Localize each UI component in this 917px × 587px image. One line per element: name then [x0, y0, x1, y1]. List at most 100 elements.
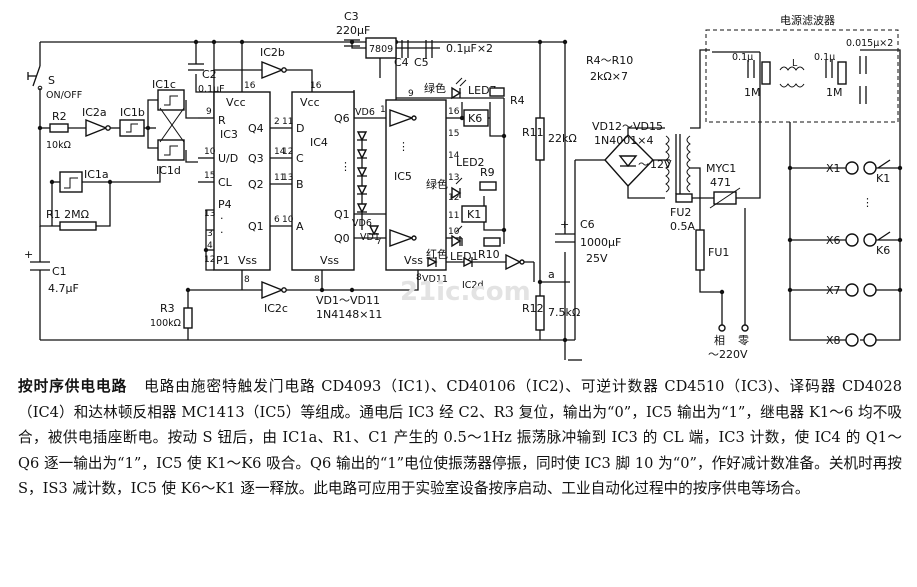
- ic4-d-pin: D: [296, 122, 304, 135]
- ic5-pin9: 9: [408, 89, 414, 99]
- switch-label: S: [48, 74, 55, 87]
- watermark: 21ic.com: [400, 277, 531, 307]
- fuse-fu1: [695, 229, 705, 271]
- ic2b-label: IC2b: [260, 46, 285, 59]
- ic4-b-pin: B: [296, 178, 304, 191]
- c2-value: 0.1μF: [198, 84, 225, 95]
- ic3-pin13: 13: [204, 209, 215, 219]
- c6-voltage: 25V: [586, 252, 608, 265]
- c6-label: C6: [580, 218, 595, 231]
- socket-x8: X8: [826, 334, 841, 347]
- ic1c-label: IC1c: [152, 78, 176, 91]
- led2-color: 绿色: [426, 177, 448, 191]
- capacitor-c4: [401, 40, 409, 58]
- socket-k6: K6: [876, 244, 890, 257]
- r2-value: 10kΩ: [46, 140, 71, 151]
- ic2d-label: IC2d: [462, 280, 484, 291]
- r1-label: R1 2MΩ: [46, 208, 89, 221]
- resistor-r10: [483, 237, 501, 247]
- capacitor-c1: [30, 261, 50, 282]
- gate-ic1b: [119, 119, 145, 137]
- relay-coil-k1: [461, 205, 487, 223]
- fuse-fu2: [675, 193, 693, 203]
- capacitor-c6: [555, 233, 575, 243]
- socket-x6: X6: [826, 234, 841, 247]
- ic3-name: IC3: [220, 128, 238, 141]
- vd11-label: VD11: [422, 274, 448, 285]
- led2: [451, 177, 463, 200]
- ic3-vss: Vss: [238, 254, 257, 267]
- c2-label: C2: [202, 68, 217, 81]
- diode-vd11: [427, 256, 438, 268]
- fu2-value: 0.5A: [670, 220, 695, 233]
- ic3-pin6: 6: [274, 215, 280, 225]
- fu2-label: FU2: [670, 206, 691, 219]
- ic3-q1-pin: Q1: [248, 220, 264, 233]
- mains-label: ～220V: [708, 348, 748, 361]
- ic3-q3-pin: Q3: [248, 152, 264, 165]
- ic4-pin16: 16: [310, 81, 322, 91]
- power-filter-box: [705, 29, 899, 123]
- inverter-ic2a: [85, 118, 108, 138]
- k6-coil-label: K6: [468, 112, 482, 125]
- inverter-ic2d: [505, 253, 522, 271]
- vd-range-value: 1N4148×11: [316, 308, 382, 321]
- ic3-pin15: 15: [204, 171, 215, 181]
- ic5-buffer-top: [389, 109, 415, 127]
- ic5-pin8: 8: [416, 273, 422, 283]
- ic2a-label: IC2a: [82, 106, 107, 119]
- ic5-pin16: 16: [448, 107, 460, 117]
- r9-label: R9: [480, 166, 495, 179]
- gate-ic1a: [59, 171, 83, 193]
- ic4-q0-pin: Q0: [334, 232, 350, 245]
- ic3-r-pin: R: [218, 114, 226, 127]
- myc1-label: MYC1: [706, 162, 736, 175]
- c3-value: 220μF: [336, 24, 370, 37]
- capacitor-c2: [188, 63, 204, 71]
- r12-label: R12: [522, 302, 544, 315]
- ic5-pin11: 11: [448, 211, 459, 221]
- diode-array: [356, 131, 380, 236]
- c3-label: C3: [344, 10, 359, 23]
- ic3-pin10: 10: [204, 147, 216, 157]
- ic4-name: IC4: [310, 136, 328, 149]
- r10-label: R10: [478, 248, 500, 261]
- circuit-description: 按时序供电电路 电路由施密特触发门电路 CD4093（IC1)、CD40106（…: [18, 374, 902, 502]
- transformer: [665, 134, 691, 194]
- terminal-neutral: [741, 324, 749, 332]
- switch-state-label: ON/OFF: [46, 90, 82, 101]
- c1-value: 4.7μF: [48, 282, 79, 295]
- c5-label: C5: [414, 56, 429, 69]
- c1-label: C1: [52, 265, 67, 278]
- ic5-pin10: 10: [448, 227, 460, 237]
- led2-label: LED2: [456, 156, 485, 169]
- inverter-ic2c: [261, 280, 284, 300]
- ic5-pin13: 13: [448, 173, 459, 183]
- ic3-vcc: Vcc: [226, 96, 246, 109]
- ic4-vcc: Vcc: [300, 96, 320, 109]
- regulator-label: 7809: [369, 44, 393, 55]
- ic3-dots: ·: [220, 212, 224, 225]
- ic3-pin12: 12: [204, 255, 215, 265]
- led-bottom: [463, 256, 474, 268]
- junctions: [37, 39, 903, 343]
- ic5-dots: ⋮: [398, 140, 409, 153]
- socket-k1: K1: [876, 172, 890, 185]
- socket-x7: X7: [826, 284, 841, 297]
- gate-ic1c: [157, 89, 185, 111]
- capacitor-c3: [344, 39, 360, 47]
- r3-label: R3: [160, 302, 175, 315]
- ic5-pin14: 14: [448, 151, 460, 161]
- socket-x1: X1: [826, 162, 841, 175]
- regulator-7809: [365, 37, 397, 59]
- resistor-r1: [59, 221, 97, 231]
- node-a-label: a: [548, 268, 555, 281]
- ic4-q6-pin: Q6: [334, 112, 350, 125]
- switch-s: [27, 65, 43, 91]
- resistor-r3: [183, 307, 193, 329]
- vd-range-label: VD1～VD11: [316, 294, 380, 307]
- inverter-ic2b: [261, 60, 284, 80]
- vd1-label: VD1: [360, 232, 380, 243]
- ic3-cl-pin: CL: [218, 176, 233, 189]
- ic5-pin12: 12: [448, 193, 459, 203]
